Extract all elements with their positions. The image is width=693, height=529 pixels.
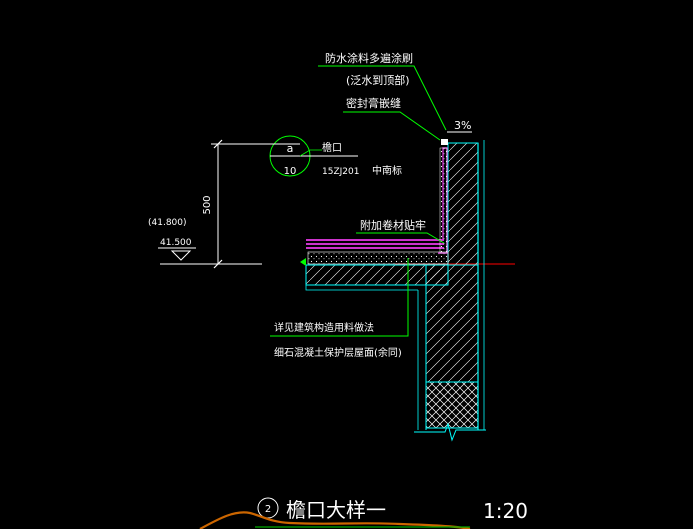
reference-symbol: a 10 檐口 15ZJ201 中南标 — [269, 135, 402, 177]
note-additional-membrane: 附加卷材贴牢 — [360, 218, 426, 232]
annotations: 防水涂料多遍涂刷 (泛水到顶部) 密封膏嵌缝 附加卷材贴牢 详见建筑构造用料做法… — [274, 51, 426, 359]
roof-buildup — [300, 139, 449, 266]
dimension-value: 500 — [202, 195, 213, 214]
reference-symbol-bottom: 10 — [284, 166, 297, 177]
height-dimension: 500 — [160, 139, 300, 269]
leader-sealant — [343, 111, 441, 141]
reference-name: 檐口 — [322, 141, 342, 154]
note-protection-layer: 细石混凝土保护层屋面(余同) — [274, 346, 402, 359]
parapet-wall — [414, 140, 486, 442]
title-text: 檐口大样一 — [286, 498, 386, 522]
tick-bottom — [213, 259, 223, 269]
wall-insulation — [425, 381, 479, 429]
note-waterproof-coating: 防水涂料多遍涂刷 — [325, 51, 413, 65]
slope-marker: 3% — [447, 119, 472, 133]
note-see-construction: 详见建筑构造用料做法 — [274, 321, 374, 334]
leader-reference — [299, 149, 322, 157]
leader-protection-layer — [270, 258, 409, 337]
reference-atlas: 15ZJ201 — [322, 167, 359, 177]
leader-lines — [270, 65, 447, 337]
scale-text: 1:20 — [483, 499, 528, 523]
note-flashing-to-top: (泛水到顶部) — [346, 73, 410, 87]
slab-ceiling — [305, 285, 418, 291]
slope-value: 3% — [454, 119, 471, 132]
elevation-triangle — [170, 250, 192, 261]
slab-body — [305, 264, 449, 286]
leader-additional-membrane — [356, 232, 445, 244]
elevation-marker: (41.800) 41.500 — [148, 218, 196, 261]
parapet-upper — [447, 142, 479, 266]
upstand-coating — [439, 147, 448, 254]
terrain-curve — [199, 511, 471, 529]
roof-slab — [305, 264, 449, 291]
sealant-bead — [441, 139, 448, 145]
break-line — [414, 422, 486, 442]
note-sealant: 密封膏嵌缝 — [346, 96, 401, 110]
detail-number: 2 — [265, 504, 271, 515]
slab-edge — [300, 258, 306, 266]
reference-symbol-top: a — [287, 142, 294, 155]
drawing-title: 2 檐口大样一 1:20 — [257, 497, 528, 523]
ground-decoration — [199, 511, 471, 529]
reference-region: 中南标 — [372, 164, 402, 177]
protection-layer — [307, 251, 449, 265]
leader-waterproof-coating — [318, 65, 447, 131]
tick-top — [213, 139, 223, 149]
elevation-upper: (41.800) — [148, 218, 187, 228]
elevation-lower: 41.500 — [160, 238, 192, 248]
